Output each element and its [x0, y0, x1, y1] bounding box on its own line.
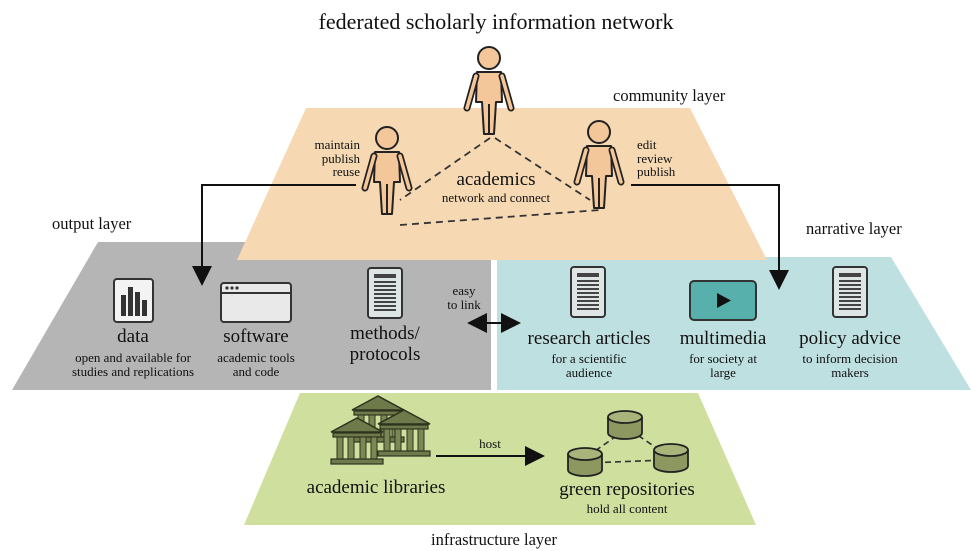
- methods-document-icon: [367, 267, 403, 319]
- arrow-community-to-output: [192, 184, 356, 286]
- host-label: host: [479, 436, 501, 451]
- action-edit: edit: [637, 137, 657, 152]
- browser-window-icon: [220, 282, 292, 323]
- action-review: review: [637, 150, 673, 166]
- action-reuse: reuse: [332, 164, 360, 180]
- policy-advice-title: policy advice: [799, 328, 901, 349]
- action-publish: publish: [321, 150, 360, 166]
- narrative-layer-label: narrative layer: [806, 219, 902, 238]
- green-repositories-label: green repositories: [559, 479, 695, 500]
- left-actions: maintain publish reuse: [290, 137, 361, 180]
- academics-label: academics: [456, 169, 536, 190]
- academics-network-lines: [399, 137, 601, 226]
- multimedia-sub: for society at large: [689, 351, 757, 380]
- research-articles-title: research articles: [527, 328, 651, 349]
- arrow-community-to-narrative: [631, 184, 789, 290]
- action-maintain: maintain: [314, 137, 361, 152]
- database-icon-right: [653, 443, 689, 473]
- data-sub: open and available for studies and repli…: [71, 350, 195, 379]
- database-icon-left: [567, 447, 603, 477]
- policy-document-icon: [832, 266, 868, 318]
- software-sub: academic tools and code: [217, 350, 295, 379]
- video-play-icon: [689, 280, 757, 321]
- academic-libraries-label: academic libraries: [306, 477, 446, 498]
- academics-sub: network and connect: [441, 190, 551, 205]
- policy-advice-sub: to inform decision makers: [802, 351, 898, 380]
- green-repositories-sub: hold all content: [586, 501, 668, 516]
- output-layer-label: output layer: [52, 214, 132, 233]
- research-article-icon: [570, 266, 606, 318]
- bar-chart-icon: [113, 278, 154, 323]
- software-title: software: [223, 326, 289, 347]
- action-publish-right: publish: [637, 164, 676, 180]
- multimedia-title: multimedia: [679, 328, 767, 349]
- research-articles-sub: for a scientific audience: [551, 351, 627, 380]
- diagram-title: federated scholarly information network: [318, 9, 674, 34]
- right-actions: edit review publish: [637, 138, 675, 179]
- easy-to-link-label: easy to link: [447, 283, 481, 312]
- community-layer-label: community layer: [613, 86, 726, 105]
- infrastructure-layer-label: infrastructure layer: [431, 530, 557, 549]
- community-layer-plane: [237, 108, 767, 260]
- methods-title: methods/ protocols: [349, 323, 421, 365]
- database-icon-top: [607, 410, 643, 440]
- data-title: data: [117, 326, 149, 347]
